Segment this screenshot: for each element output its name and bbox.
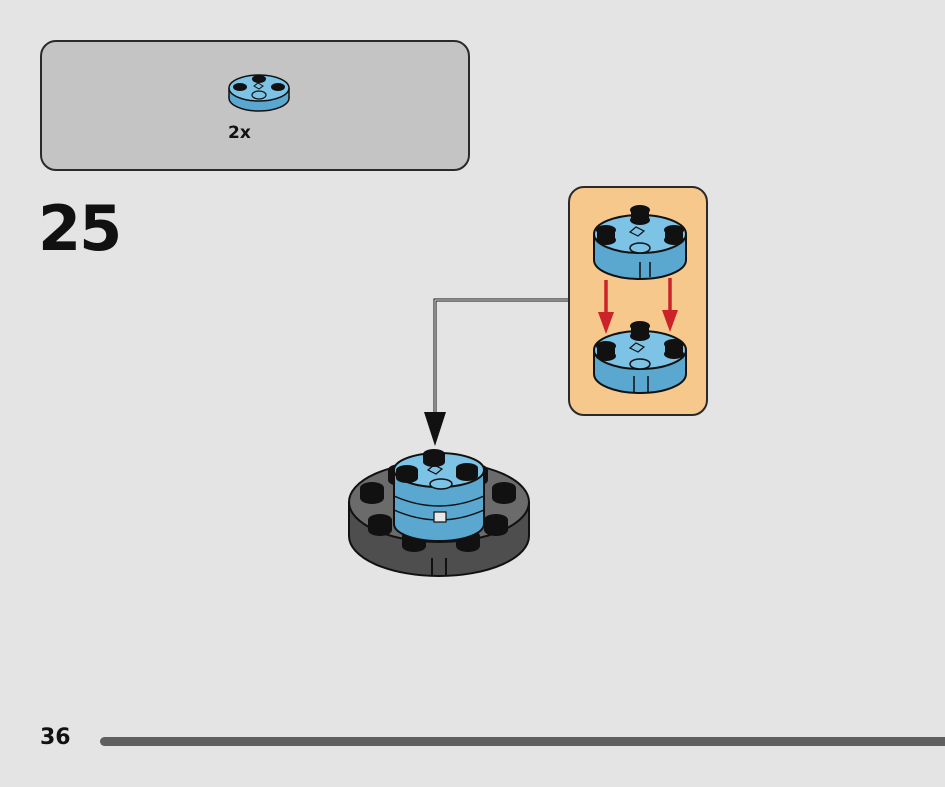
part-quantity: 2x — [228, 123, 251, 143]
red-down-arrows — [598, 278, 678, 334]
round-plate-top-icon — [593, 205, 687, 280]
main-assembly-illustration — [348, 449, 530, 577]
round-plate-2x2-icon — [228, 74, 290, 112]
step-number: 25 — [38, 192, 122, 265]
stacked-azure-plates-icon — [393, 449, 485, 542]
progress-bar — [100, 737, 945, 746]
page-number: 36 — [40, 725, 71, 750]
round-plate-bottom-icon — [593, 321, 687, 394]
sub-assembly-callout — [568, 186, 708, 416]
stacking-plates-illustration — [593, 205, 687, 394]
parts-list-panel: 2x — [40, 40, 470, 171]
